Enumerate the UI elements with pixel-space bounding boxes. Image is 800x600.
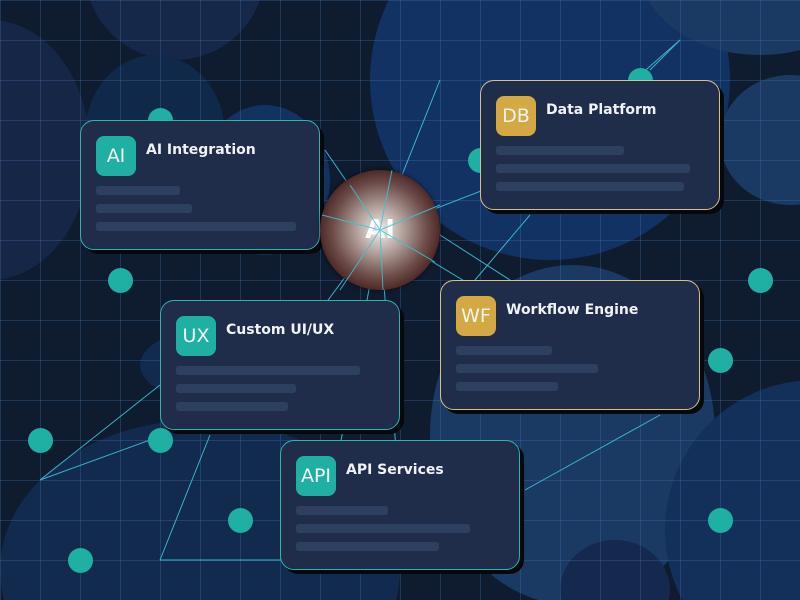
api-badge-icon: API xyxy=(296,456,336,496)
placeholder-line xyxy=(176,366,360,375)
placeholder-line xyxy=(496,182,684,191)
node-dot xyxy=(748,268,773,293)
node-dot xyxy=(708,348,733,373)
node-dot xyxy=(28,428,53,453)
ux-badge-icon: UX xyxy=(176,316,216,356)
card-ai-integration[interactable]: AI AI Integration xyxy=(80,120,320,250)
placeholder-line xyxy=(96,204,192,213)
database-badge-icon: DB xyxy=(496,96,536,136)
node-dot xyxy=(708,508,733,533)
placeholder-line xyxy=(296,506,388,515)
workflow-badge-icon: WF xyxy=(456,296,496,336)
card-title: API Services xyxy=(346,462,444,478)
card-custom-ui-ux[interactable]: UX Custom UI/UX xyxy=(160,300,400,430)
placeholder-line xyxy=(296,542,439,551)
node-dot xyxy=(228,508,253,533)
placeholder-line xyxy=(496,146,624,155)
card-title: Workflow Engine xyxy=(506,302,639,318)
placeholder-line xyxy=(456,382,558,391)
placeholder-line xyxy=(496,164,690,173)
node-dot xyxy=(148,428,173,453)
placeholder-line xyxy=(176,402,288,411)
placeholder-line xyxy=(456,364,598,373)
hub-label: AI xyxy=(365,215,395,245)
placeholder-line xyxy=(96,186,180,195)
card-title: AI Integration xyxy=(146,142,256,158)
node-dot xyxy=(108,268,133,293)
ai-badge-icon: AI xyxy=(96,136,136,176)
placeholder-line xyxy=(96,222,296,231)
card-workflow-engine[interactable]: WF Workflow Engine xyxy=(440,280,700,410)
ai-hub-node[interactable]: AI xyxy=(320,170,440,290)
node-dot xyxy=(68,548,93,573)
placeholder-line xyxy=(176,384,296,393)
card-title: Data Platform xyxy=(546,102,657,118)
placeholder-line xyxy=(296,524,470,533)
placeholder-line xyxy=(456,346,552,355)
card-data-platform[interactable]: DB Data Platform xyxy=(480,80,720,210)
card-title: Custom UI/UX xyxy=(226,322,335,338)
card-api-services[interactable]: API API Services xyxy=(280,440,520,570)
